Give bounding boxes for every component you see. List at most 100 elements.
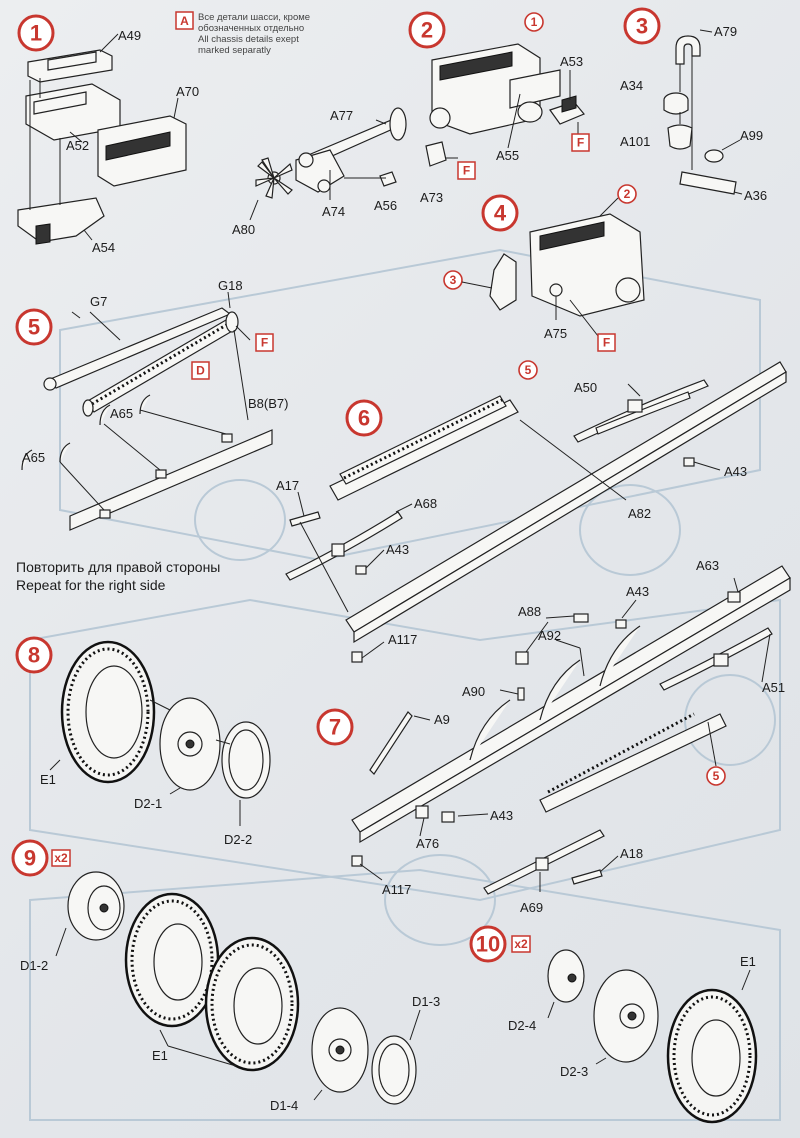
part-label-a18: A18 — [620, 846, 643, 861]
notice-ru-line-1: Все детали шасси, кроме — [198, 12, 310, 23]
notice-en-line-2: marked separatly — [198, 45, 271, 56]
multiplier-step9: x2 — [54, 851, 68, 865]
step-7-badge — [316, 708, 354, 746]
part-label-a49: A49 — [118, 28, 141, 43]
part-label-a73: A73 — [420, 190, 443, 205]
part-label-d2-2: D2-2 — [224, 832, 252, 847]
bracket-a63-part — [727, 591, 741, 603]
step-1-badge — [17, 14, 55, 52]
part-label-a77: A77 — [330, 108, 353, 123]
step-3: 3 A79 A34 A101 A99 A36 — [620, 7, 767, 203]
bracket-a76-part — [415, 805, 429, 819]
part-label-a79: A79 — [714, 24, 737, 39]
notice-box-letter: A — [180, 14, 189, 28]
base-plate-part — [69, 429, 273, 531]
color-box-f-a73 — [457, 161, 476, 180]
svg-text:D: D — [196, 364, 205, 378]
part-label-a69: A69 — [520, 900, 543, 915]
step-2-badge — [408, 11, 446, 49]
repeat-note-ru: Повторить для правой стороны — [16, 559, 220, 575]
svg-text:1: 1 — [531, 15, 538, 29]
step-4-ref-3 — [443, 270, 463, 290]
step-9-number: 9 — [24, 846, 36, 871]
part-label-e1-step8: E1 — [40, 772, 56, 787]
part-label-a63: A63 — [696, 558, 719, 573]
part-label-a43-step7: A43 — [626, 584, 649, 599]
part-label-a65-lower: A65 — [22, 450, 45, 465]
part-label-a36: A36 — [744, 188, 767, 203]
bracket-a117-right-part — [351, 855, 363, 867]
part-label-d1-3: D1-3 — [412, 994, 440, 1009]
a65-clip-lower — [21, 449, 33, 471]
bolt-a43-front-right-part — [441, 811, 455, 823]
part-label-a74: A74 — [322, 204, 345, 219]
intake-pipe-part — [675, 35, 701, 65]
step-7-number: 7 — [329, 715, 341, 740]
color-box-f-step4 — [597, 333, 616, 352]
filter-assembly-fitted — [489, 253, 517, 311]
part-label-b8: B8(B7) — [248, 396, 288, 411]
part-label-a92: A92 — [538, 628, 561, 643]
part-label-a88: A88 — [518, 604, 541, 619]
hub-d2-4 — [547, 949, 585, 1003]
part-label-a51: A51 — [762, 680, 785, 695]
step-1: 1 A49 A52 A70 A54 — [17, 14, 199, 255]
part-label-a117-front: A117 — [388, 632, 417, 647]
part-label-a117-right: A117 — [382, 882, 411, 897]
multiplier-box-step10 — [511, 935, 531, 953]
part-label-a99: A99 — [740, 128, 763, 143]
step-7: 7 5 — [316, 558, 791, 915]
part-label-a43-rear: A43 — [724, 464, 747, 479]
part-label-a54: A54 — [92, 240, 115, 255]
step-9: 9 x2 D1-2 E1 D1-3 D1-4 — [11, 839, 440, 1113]
part-label-a70: A70 — [176, 84, 199, 99]
step-6-badge — [345, 399, 383, 437]
repeat-note-en: Repeat for the right side — [16, 577, 166, 593]
part-label-a76: A76 — [416, 836, 439, 851]
step-4: 4 2 3 A75 F — [443, 184, 645, 352]
svg-text:5: 5 — [713, 769, 720, 783]
color-box-f-step2 — [571, 133, 590, 152]
step-1-number: 1 — [30, 21, 42, 46]
notice-en-line-1: All chassis details exept — [198, 34, 299, 45]
shackle-a17-part — [289, 511, 321, 527]
step-5: 5 G7 G18 F D A65 A65 B8(B7) — [15, 278, 288, 531]
step-8-number: 8 — [28, 643, 40, 668]
svg-text:F: F — [261, 336, 268, 350]
part-label-a43-front: A43 — [386, 542, 409, 557]
bolt-a43-step7-part — [615, 619, 627, 629]
svg-text:F: F — [603, 336, 610, 350]
part-label-a50: A50 — [574, 380, 597, 395]
air-filter-body-part — [667, 124, 693, 150]
part-label-g7: G7 — [90, 294, 107, 309]
multiplier-box-step9 — [51, 849, 71, 867]
step-6: 6 5 A50 A43 A82 A17 A68 A43 A117 — [276, 360, 787, 663]
step-10: 10 x2 D2-4 D2-3 E1 — [469, 925, 758, 1124]
tie-rod-a9-part — [369, 711, 413, 775]
part-label-a17: A17 — [276, 478, 299, 493]
fan-part — [255, 157, 293, 199]
part-label-a75: A75 — [544, 326, 567, 341]
a65-clip-upper — [99, 404, 111, 426]
small-cap-part — [704, 149, 724, 163]
part-label-a90: A90 — [462, 684, 485, 699]
part-label-a68: A68 — [414, 496, 437, 511]
notice-ru-line-2: обозначенных отдельно — [198, 23, 304, 34]
part-label-a52: A52 — [66, 138, 89, 153]
spring-plate-assembly-right — [539, 713, 727, 813]
color-box-d — [191, 361, 210, 380]
step-6-ref-5 — [518, 360, 538, 380]
alternator-part — [425, 141, 447, 167]
step-6-number: 6 — [358, 406, 370, 431]
step-2: 2 1 — [232, 11, 590, 237]
frame-rail-part — [345, 361, 787, 633]
step-2-number: 2 — [421, 18, 433, 43]
part-label-a55: A55 — [496, 148, 519, 163]
bracket-a88-part — [573, 613, 589, 623]
step-10-badge — [469, 925, 507, 963]
step-9-badge — [11, 839, 49, 877]
step-10-number: 10 — [476, 932, 500, 957]
part-label-a53: A53 — [560, 54, 583, 69]
part-label-a9: A9 — [434, 712, 450, 727]
